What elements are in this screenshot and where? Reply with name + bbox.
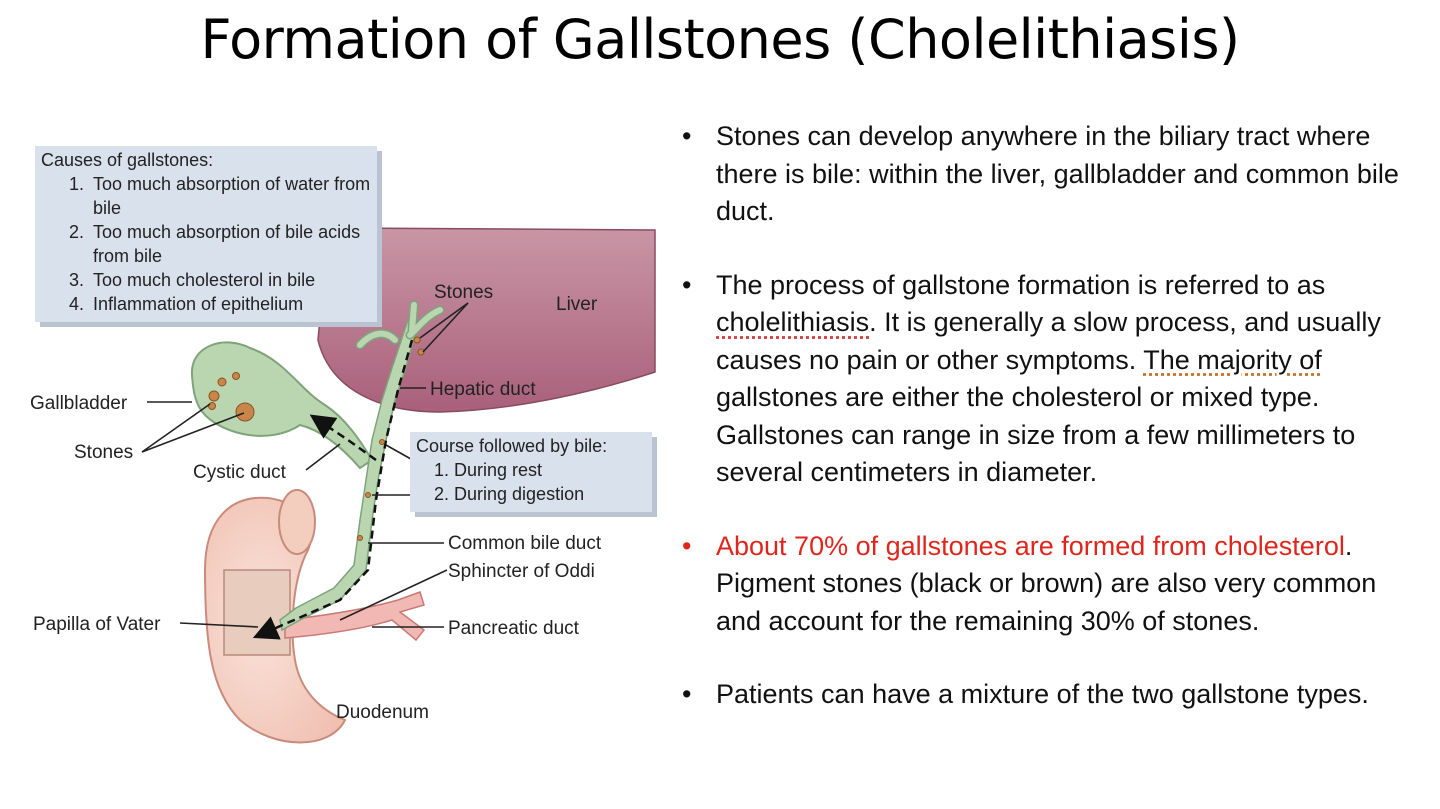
highlight-text: About 70% of gallstones are formed from … [716,530,1345,561]
course-item-digestion: 2. During digestion [434,484,585,504]
course-heading: Course followed by bile: [416,436,608,456]
bullet-text: . Pigment stones (black or brown) are al… [716,530,1377,636]
causes-heading: Causes of gallstones: [41,150,214,170]
cause-item: Too much absorption of bile acids from b… [89,220,377,268]
bullet-dot: • [682,121,692,151]
label-pancreatic-duct: Pancreatic duct [448,618,580,639]
label-cystic-duct: Cystic duct [193,462,287,483]
slide-title: Formation of Gallstones (Cholelithiasis) [200,8,1240,71]
bullet-text: The process of gallstone formation is re… [716,269,1326,300]
bullet-item: • Stones can develop anywhere in the bil… [678,118,1428,231]
label-duodenum: Duodenum [336,702,429,723]
causes-box: Causes of gallstones: Too much absorptio… [35,146,377,322]
bullet-item: • Patients can have a mixture of the two… [678,676,1428,714]
bullet-dot: • [682,269,692,300]
bullet-item: • About 70% of gallstones are formed fro… [678,528,1428,641]
label-common-bile-duct: Common bile duct [448,533,602,554]
cause-item: Too much absorption of water from bile [89,172,377,220]
cause-item: Too much cholesterol in bile [89,268,377,292]
causes-list: Too much absorption of water from bile T… [41,172,377,316]
label-hepatic-duct: Hepatic duct [430,379,536,400]
bullet-text: Stones can develop anywhere in the bilia… [716,121,1399,226]
biliary-anatomy-illustration: Stones Liver Hepatic duct Gallbladder St… [30,227,656,744]
label-stones-top: Stones [434,282,493,303]
bullet-dot: • [682,679,692,709]
course-item-rest: 1. During rest [434,460,543,480]
bullet-text: . It is generally a slow process, and us… [716,307,1381,375]
bullet-item: • The process of gallstone formation is … [678,267,1428,492]
stones-group [208,336,425,541]
label-sphincter-of-oddi: Sphincter of Oddi [448,561,595,582]
label-liver: Liver [556,294,598,315]
label-gallbladder: Gallbladder [30,393,128,414]
pancreatic-duct-shape [284,591,426,642]
bullet-dot: • [682,530,692,561]
bullet-text: gallstones are either the cholesterol or… [716,382,1356,487]
label-papilla-of-vater: Papilla of Vater [33,614,161,635]
bullet-list: • Stones can develop anywhere in the bil… [678,118,1428,750]
term-cholelithiasis: cholelithiasis [716,307,870,337]
bullet-text: Patients can have a mixture of the two g… [716,679,1369,709]
label-stones-left: Stones [74,442,133,463]
cause-item: Inflammation of epithelium [89,292,377,316]
bile-duct-shape [279,318,419,632]
gallstone-diagram: Stones Liver Hepatic duct Gallbladder St… [0,100,670,809]
the-majority-phrase: The majority of [1143,344,1322,375]
course-box: Course followed by bile: 1. During rest … [410,432,652,512]
